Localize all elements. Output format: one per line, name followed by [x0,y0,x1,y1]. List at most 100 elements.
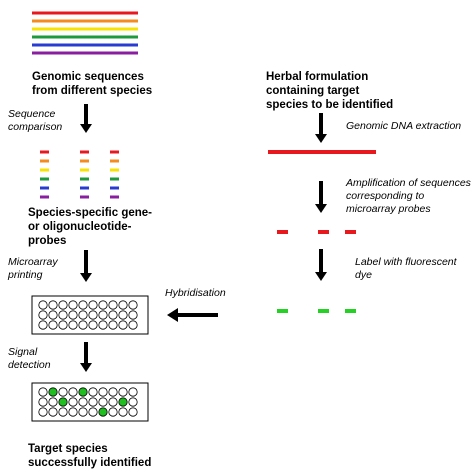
array-spot [118,310,128,320]
microarray-printing-label: Microarray printing [7,256,61,281]
hybridisation-label: Hybridisation [165,287,226,299]
amplification-line: microarray probes [346,203,431,215]
herbal-label: Herbal formulation containing target spe… [266,71,393,111]
array-spot [58,387,68,397]
array-spot [128,320,138,330]
positive-spot [48,387,58,397]
array-spot [68,397,78,407]
label-dye-line: Label with fluorescent [355,256,458,268]
array-spot [108,320,118,330]
amplification-label: Amplification of sequences corresponding… [345,177,474,215]
probe-dashes [40,150,119,199]
array-spot [48,310,58,320]
herbal-label-line: Herbal formulation [266,71,368,83]
array-spot [88,310,98,320]
array-spot [48,407,58,417]
probes-label-line: Species-specific gene- [28,207,152,219]
herbal-label-line: containing target [266,85,359,97]
array-spot [118,300,128,310]
array-spot [118,407,128,417]
herbal-label-line: species to be identified [266,99,393,111]
array-spot [48,397,58,407]
signal-detection-label: Signal detection [8,346,51,371]
down-arrow [80,104,92,133]
array-spot [38,407,48,417]
target-label-line: successfully identified [28,457,151,469]
microarray-spots [38,300,138,330]
array-spot [78,310,88,320]
sequence-comparison-line: Sequence [8,108,55,120]
array-spot [118,387,128,397]
positive-spot [98,407,108,417]
array-spot [68,320,78,330]
array-spot [128,310,138,320]
label-dye-line: dye [355,269,372,281]
left-arrow [167,308,218,322]
array-spot [58,310,68,320]
array-spot [88,397,98,407]
target-label-line: Target species [28,443,108,455]
probes-label: Species-specific gene- or oligonucleotid… [28,207,155,247]
array-spot [98,310,108,320]
array-spot [128,300,138,310]
array-spot [88,300,98,310]
down-arrow [315,181,327,213]
array-spot [38,320,48,330]
array-spot [88,387,98,397]
array-spot [88,320,98,330]
array-spot [78,320,88,330]
array-spot [68,387,78,397]
array-spot [58,320,68,330]
array-spot [98,300,108,310]
probes-label-line: or oligonucleotide- [28,221,132,233]
sequence-comparison-label: Sequence comparison [8,108,62,133]
array-spot [38,397,48,407]
microarray-printing-line: Microarray [8,256,58,268]
array-spot [128,407,138,417]
genomic-label: Genomic sequences from different species [32,71,152,97]
array-spot [58,407,68,417]
array-spot [108,300,118,310]
array-spot [68,310,78,320]
array-spot [68,407,78,417]
down-arrow [80,250,92,282]
positive-spot [58,397,68,407]
label-dye-label: Label with fluorescent dye [355,256,459,281]
array-spot [108,397,118,407]
positive-spot [118,397,128,407]
probes-label-line: probes [28,235,66,247]
array-spot [108,387,118,397]
array-spot [68,300,78,310]
hybridised-microarray-spots [38,387,138,417]
array-spot [78,300,88,310]
array-spot [98,387,108,397]
array-spot [128,397,138,407]
down-arrow [315,249,327,281]
array-spot [38,387,48,397]
amplification-line: corresponding to [346,190,424,202]
sequence-comparison-line: comparison [8,121,62,133]
array-spot [38,310,48,320]
amplification-line: Amplification of sequences [345,177,472,189]
arrows [80,104,327,372]
array-spot [58,300,68,310]
microarray-printing-line: printing [7,269,43,281]
down-arrow [80,342,92,372]
dna-extraction-label: Genomic DNA extraction [346,120,461,132]
signal-detection-line: Signal [8,346,38,358]
array-spot [48,320,58,330]
array-spot [88,407,98,417]
array-spot [78,407,88,417]
array-spot [98,397,108,407]
positive-spot [78,387,88,397]
array-spot [38,300,48,310]
array-spot [78,397,88,407]
array-spot [118,320,128,330]
genomic-label-line: from different species [32,85,152,97]
genomic-sequence-lines [32,11,138,55]
array-spot [108,310,118,320]
array-spot [108,407,118,417]
down-arrow [315,113,327,143]
target-label: Target species successfully identified [28,443,151,469]
